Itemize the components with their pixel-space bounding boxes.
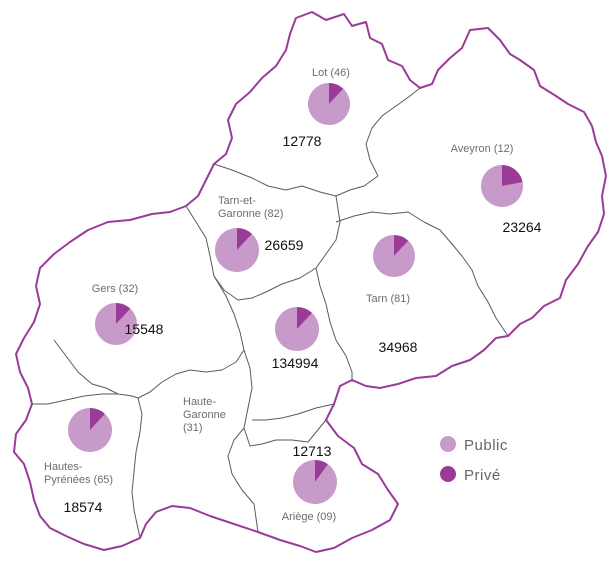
department-value-lot: 12778 bbox=[283, 133, 322, 149]
pie-lot bbox=[308, 83, 350, 126]
department-label-line: (31) bbox=[183, 422, 203, 434]
pie-slice-prive-haute-garonne bbox=[297, 307, 313, 329]
pie-tarn-et-garonne bbox=[215, 228, 259, 273]
department-label-line: Gers (32) bbox=[92, 283, 138, 295]
department-label-ariege: Ariège (09) bbox=[282, 511, 336, 523]
department-value-gers: 15548 bbox=[125, 321, 164, 337]
department-tarn-et-garonne: Tarn-et-Garonne (82) 26659 bbox=[215, 195, 304, 273]
department-label-line: Garonne (82) bbox=[218, 208, 283, 220]
pie-slice-public-haute-garonne bbox=[275, 307, 319, 352]
pie-tarn bbox=[373, 235, 415, 278]
pie-slice-prive-tarn-et-garonne bbox=[237, 228, 253, 250]
department-label-tarn: Tarn (81) bbox=[366, 293, 410, 305]
department-hautes-pyrenees: Hautes-Pyrénées (65) 18574 bbox=[44, 408, 113, 515]
department-value-aveyron: 23264 bbox=[503, 219, 542, 235]
pie-slice-prive-ariege bbox=[315, 460, 328, 482]
department-label-lot: Lot (46) bbox=[312, 67, 350, 79]
department-value-tarn: 34968 bbox=[379, 339, 418, 355]
department-label-line: Tarn (81) bbox=[366, 293, 410, 305]
department-borders bbox=[32, 87, 509, 539]
region-outline bbox=[13, 11, 607, 553]
pie-gers bbox=[95, 303, 138, 345]
department-label-gers: Gers (32) bbox=[92, 283, 138, 295]
legend: Public Privé bbox=[440, 436, 508, 484]
pie-slice-prive-gers bbox=[116, 303, 131, 324]
department-value-tarn-et-garonne: 26659 bbox=[265, 237, 304, 253]
department-label-line: Lot (46) bbox=[312, 67, 350, 79]
pie-ariege bbox=[293, 460, 338, 505]
legend-public-label: Public bbox=[464, 437, 508, 454]
department-value-haute-garonne: 134994 bbox=[272, 355, 319, 371]
department-lot: Lot (46) 12778 bbox=[283, 67, 350, 149]
pie-hautes-pyrenees bbox=[68, 408, 113, 453]
department-label-line: Hautes- bbox=[44, 461, 83, 473]
department-haute-garonne: Haute-Garonne(31) 134994 bbox=[183, 307, 319, 434]
department-label-line: Pyrénées (65) bbox=[44, 474, 113, 486]
department-tarn: Tarn (81) 34968 bbox=[366, 235, 418, 355]
department-aveyron: Aveyron (12) 23264 bbox=[451, 143, 542, 235]
legend-public-swatch bbox=[440, 436, 456, 452]
pie-slice-public-aveyron bbox=[481, 165, 523, 208]
department-label-line: Aveyron (12) bbox=[451, 143, 514, 155]
pie-slice-public-gers bbox=[95, 303, 138, 345]
department-label-line: Haute- bbox=[183, 396, 216, 408]
department-ariege: Ariège (09) 12713 bbox=[282, 443, 338, 523]
legend-prive-label: Privé bbox=[464, 467, 501, 484]
pie-aveyron bbox=[481, 165, 523, 208]
pie-slice-prive-hautes-pyrenees bbox=[90, 408, 106, 430]
pie-slice-prive-lot bbox=[329, 83, 344, 104]
department-value-hautes-pyrenees: 18574 bbox=[64, 499, 103, 515]
department-label-line: Garonne bbox=[183, 409, 226, 421]
pie-slice-prive-tarn bbox=[394, 235, 409, 256]
legend-prive-swatch bbox=[440, 466, 456, 482]
department-label-tarn-et-garonne: Tarn-et-Garonne (82) bbox=[218, 195, 283, 220]
pie-slice-public-hautes-pyrenees bbox=[68, 408, 113, 453]
department-label-aveyron: Aveyron (12) bbox=[451, 143, 514, 155]
department-value-ariege: 12713 bbox=[293, 443, 332, 459]
department-label-line: Tarn-et- bbox=[218, 195, 256, 207]
pie-slice-public-ariege bbox=[293, 460, 338, 505]
department-label-haute-garonne: Haute-Garonne(31) bbox=[183, 396, 226, 434]
department-gers: Gers (32) 15548 bbox=[92, 283, 164, 345]
department-label-line: Ariège (09) bbox=[282, 511, 336, 523]
pie-haute-garonne bbox=[275, 307, 319, 352]
pie-slice-public-tarn-et-garonne bbox=[215, 228, 259, 273]
pie-slice-prive-aveyron bbox=[502, 165, 523, 186]
department-label-hautes-pyrenees: Hautes-Pyrénées (65) bbox=[44, 461, 113, 486]
